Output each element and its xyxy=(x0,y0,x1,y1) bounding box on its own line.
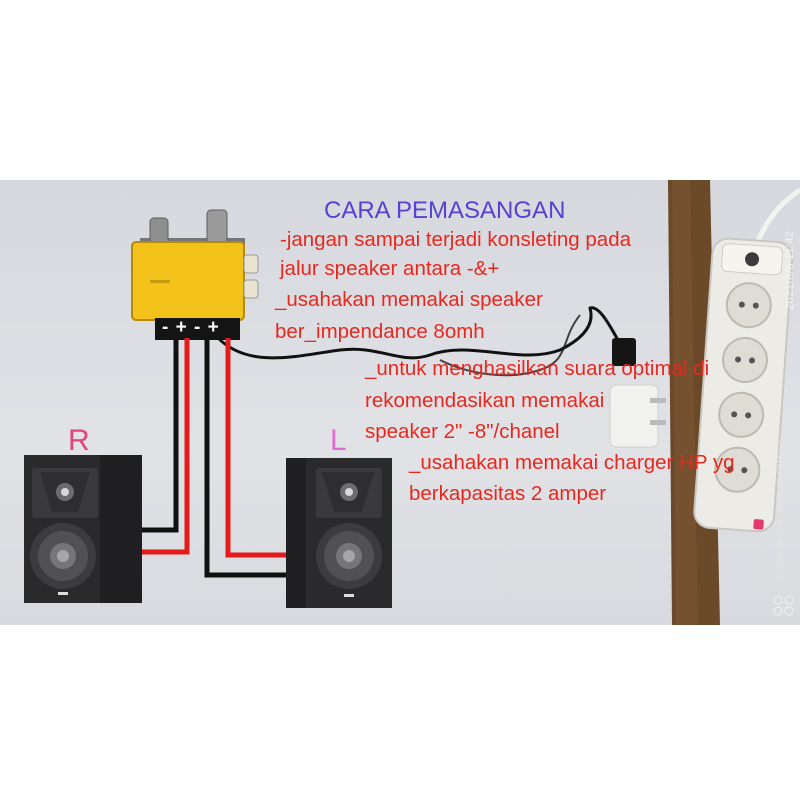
usb-plug xyxy=(612,338,636,366)
wiring-scene xyxy=(24,180,800,625)
polarity-marks: - + - + xyxy=(162,317,220,338)
note-line-8: _usahakan memakai charger HP yg xyxy=(409,451,735,474)
note-line-5: _untuk menghasilkan suara optimal di xyxy=(365,357,710,380)
note-line-1: -jangan sampai terjadi konsleting pada xyxy=(280,228,632,251)
camera-logo-icon xyxy=(773,595,794,616)
phone-charger xyxy=(609,384,666,448)
note-line-9: berkapasitas 2 amper xyxy=(409,482,607,505)
note-line-6: rekomendasikan memakai xyxy=(365,389,605,412)
speaker-right xyxy=(24,455,142,603)
wire-right-negative xyxy=(140,338,179,533)
power-strip-sockets xyxy=(714,282,772,493)
note-line-2: jalur speaker antara -&+ xyxy=(280,257,500,280)
photo-timestamp: 2021/8/8 11:42 xyxy=(784,230,796,310)
wiring-photo: - + - + 2021/8/8 11:42 REDMI NOTE 9 · AI… xyxy=(0,180,800,625)
wire-left-positive xyxy=(225,338,290,558)
note-line-3: _usahakan memakai speaker xyxy=(275,288,543,311)
amplifier-module xyxy=(131,209,259,340)
note-line-7: speaker 2" -8"/chanel xyxy=(365,420,560,443)
wire-right-positive xyxy=(140,338,190,555)
camera-watermark: REDMI NOTE 9 · AI QUAD CAMERA xyxy=(776,438,785,580)
speaker-left-label: L xyxy=(330,424,347,457)
speaker-right-label: R xyxy=(68,424,90,457)
note-line-4: ber_impendance 8omh xyxy=(275,320,485,343)
wire-left-negative xyxy=(204,338,290,578)
speaker-left xyxy=(286,458,392,608)
usb-cable xyxy=(216,306,620,360)
power-strip xyxy=(693,237,794,533)
diagram-title: CARA PEMASANGAN xyxy=(324,197,566,224)
